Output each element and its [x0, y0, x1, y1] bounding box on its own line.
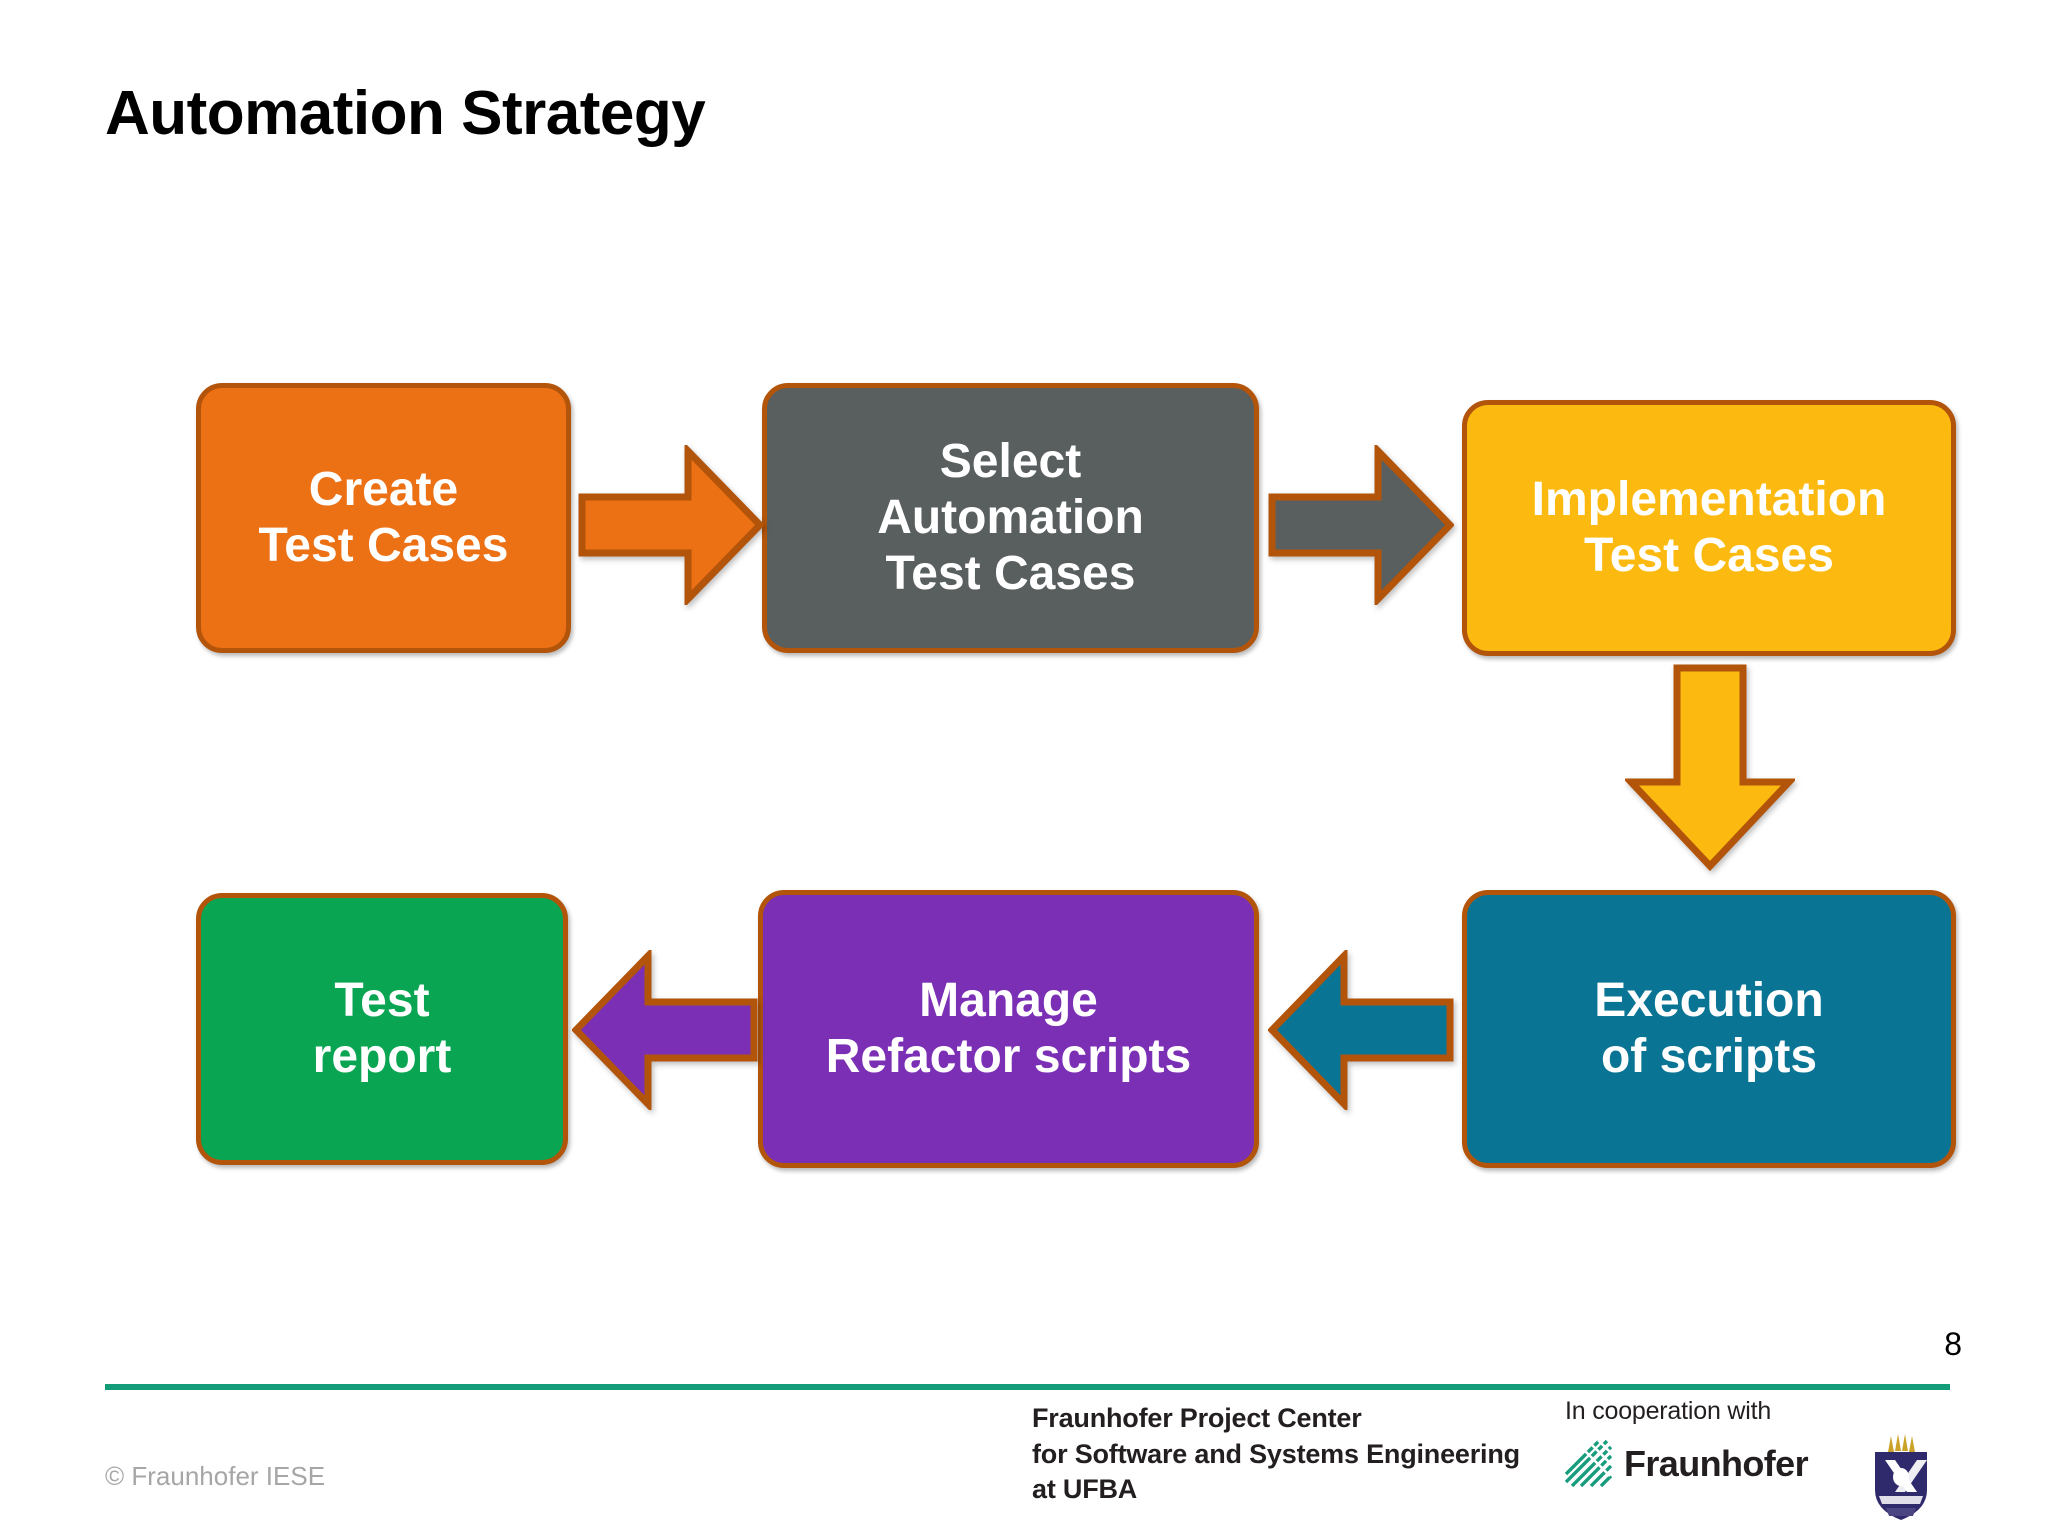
fraunhofer-wordmark: Fraunhofer [1624, 1442, 1809, 1484]
arrow-down-implementation-to-execution [1625, 664, 1795, 872]
fraunhofer-mark-icon [1565, 1440, 1612, 1487]
ufba-crest-logo [1875, 1434, 1927, 1520]
footer-divider [105, 1384, 1950, 1390]
cooperation-label: In cooperation with [1565, 1397, 1772, 1425]
arrow-right-create-to-select [578, 445, 764, 605]
arrow-right-select-to-implementation [1268, 445, 1454, 605]
copyright-notice: © Fraunhofer IESE [105, 1461, 326, 1491]
cooperation-block: In cooperation with Fraun [1565, 1397, 1809, 1487]
flow-node-create-test-cases[interactable]: Create Test Cases [196, 383, 571, 653]
fraunhofer-project-center-text: Fraunhofer Project Center for Software a… [1032, 1403, 1520, 1505]
page-title: Automation Strategy [105, 79, 706, 148]
page-number: 8 [1944, 1326, 1962, 1362]
fraunhofer-logo: Fraunhofer [1565, 1440, 1809, 1487]
flow-node-test-report[interactable]: Test report [196, 893, 568, 1165]
flow-node-manage-refactor-scripts[interactable]: Manage Refactor scripts [758, 890, 1259, 1168]
flow-node-select-automation-test-cases[interactable]: Select Automation Test Cases [762, 383, 1259, 653]
flow-node-implementation-test-cases[interactable]: Implementation Test Cases [1462, 400, 1956, 656]
arrow-left-execution-to-manage [1268, 950, 1454, 1110]
arrow-left-manage-to-test-report [572, 950, 758, 1110]
flow-node-execution-of-scripts[interactable]: Execution of scripts [1462, 890, 1956, 1168]
